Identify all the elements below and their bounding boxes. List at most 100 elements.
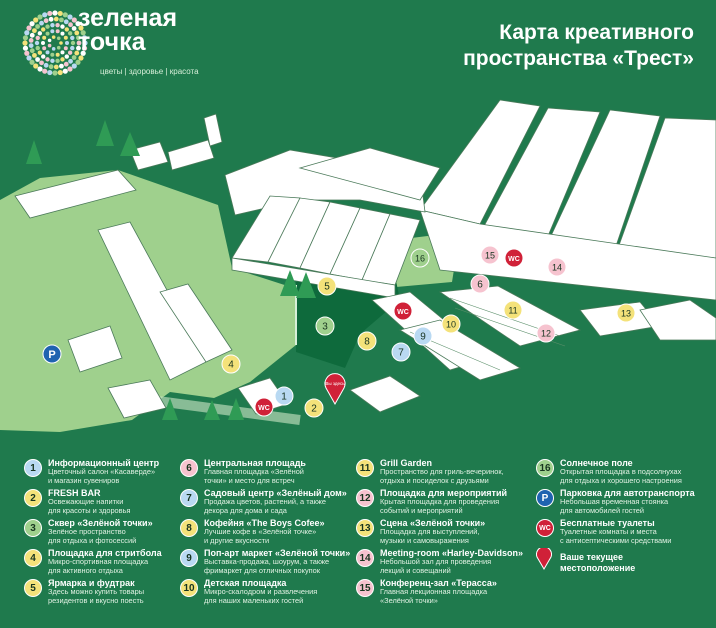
- wc-marker[interactable]: [393, 301, 413, 321]
- logo-dot: [63, 61, 69, 67]
- wc-marker[interactable]: [254, 397, 274, 417]
- map-marker-13[interactable]: [616, 303, 636, 323]
- legend-badge: 3: [24, 519, 42, 537]
- legend-badge: 9: [180, 549, 198, 567]
- parking-marker-label: P: [48, 349, 55, 361]
- wc-marker-label: WC: [397, 309, 409, 316]
- warehouse-block: [224, 99, 716, 301]
- map-marker-6[interactable]: [470, 274, 490, 294]
- map-marker-4[interactable]: [221, 354, 241, 374]
- map-marker-1[interactable]: [274, 386, 294, 406]
- map-marker-7[interactable]: [391, 342, 411, 362]
- logo-dot: [28, 43, 34, 48]
- legend-title: Grill Garden: [380, 458, 433, 468]
- logo-dot: [39, 20, 44, 26]
- legend-title: Ярмарка и фудтрак: [48, 578, 135, 588]
- logo-dot: [51, 47, 56, 51]
- logo-dot: [71, 63, 77, 69]
- parking-marker[interactable]: [42, 344, 62, 364]
- logo-dot: [59, 41, 63, 45]
- logo-dot: [51, 35, 56, 39]
- legend-badge: 15: [356, 579, 374, 597]
- logo-dot: [50, 58, 55, 64]
- legend-title: Площадка для мероприятий: [380, 488, 508, 498]
- logo-dot: [50, 22, 55, 28]
- wc-marker-label: WC: [508, 256, 520, 263]
- logo-dot: [68, 58, 73, 64]
- logo-dot: [37, 31, 43, 36]
- legend-description: Здесь можно купить товары резидентов и в…: [48, 587, 145, 605]
- map-marker-10[interactable]: [441, 314, 461, 334]
- logo-dot: [70, 45, 75, 51]
- logo-dot: [35, 57, 40, 62]
- logo-dot: [33, 17, 39, 23]
- map-marker-8[interactable]: [357, 331, 377, 351]
- logo-dot: [35, 35, 40, 41]
- logo-dot: [71, 55, 77, 60]
- logo-dot: [22, 35, 29, 41]
- map-marker-5[interactable]: [317, 276, 337, 296]
- map-marker-label: 10: [446, 320, 456, 330]
- logo-dot: [76, 45, 81, 51]
- wc-marker-label: WC: [258, 405, 270, 412]
- map-marker-2[interactable]: [304, 398, 324, 418]
- logo-dot: [22, 45, 29, 51]
- legend-badge: 5: [24, 579, 42, 597]
- logo-dot: [52, 70, 58, 76]
- legend-badge: 13: [356, 519, 374, 537]
- tree-group: [26, 120, 316, 420]
- map-marker-9[interactable]: [413, 326, 433, 346]
- legend-title: Сквер «Зелёной точки»: [48, 518, 153, 528]
- legend-description: Освежающие напитки для красоты и здоровь…: [48, 497, 131, 515]
- pavilion-building: [231, 195, 421, 299]
- legend-title: Кофейня «The Boys Cofee»: [204, 518, 325, 528]
- map-marker-14[interactable]: [547, 257, 567, 277]
- map-marker-12[interactable]: [536, 323, 556, 343]
- legend-title: FRESH BAR: [48, 488, 101, 498]
- left-buildings: [14, 113, 233, 419]
- logo-dot: [57, 69, 63, 76]
- map-marker-16[interactable]: [410, 248, 430, 268]
- legend-badge: WC: [536, 519, 554, 537]
- logo-dot: [41, 27, 46, 32]
- map-marker-label: 15: [485, 251, 495, 261]
- logo-dot: [59, 63, 64, 69]
- logo-dot: [29, 21, 35, 27]
- map-marker-3[interactable]: [315, 316, 335, 336]
- map-marker-15[interactable]: [480, 245, 500, 265]
- logo-dot: [22, 40, 28, 46]
- logo-dot: [33, 63, 39, 69]
- legend-description: Лучшие кофе в «Зелёной точке» и другие в…: [204, 527, 317, 545]
- legend-description: Главная площадка «Зелёной точки» и место…: [204, 467, 304, 485]
- legend-description: Туалетные комнаты и места с антисептичес…: [560, 527, 672, 545]
- map-marker-label: 7: [398, 348, 404, 359]
- logo-dot: [29, 32, 35, 38]
- legend-description: Крытая площадка для проведения событий и…: [380, 497, 500, 515]
- logo-dot: [81, 45, 88, 51]
- logo-dot: [78, 25, 84, 31]
- wc-marker[interactable]: [504, 248, 524, 268]
- logo-dot: [67, 66, 73, 72]
- legend-title: Центральная площадь: [204, 458, 306, 468]
- logo-dot: [50, 52, 55, 57]
- logo-dot: [37, 14, 43, 20]
- map-marker-11[interactable]: [503, 300, 523, 320]
- logo-dot: [81, 35, 88, 41]
- logo-dot: [35, 45, 40, 51]
- logo-dot: [55, 22, 60, 28]
- legend-description: Небольшая временная стоянка для автомоби…: [560, 497, 669, 515]
- you-are-here-pin-icon: [324, 373, 346, 406]
- logo-dot: [80, 30, 86, 36]
- legend-badge: 12: [356, 489, 374, 507]
- logo-dot: [47, 43, 52, 48]
- logo-dot: [62, 68, 68, 74]
- legend-title: Сцена «Зелёной точки»: [380, 518, 486, 528]
- you-are-here-label: Вы здесь: [325, 381, 345, 386]
- legend-badge: 1: [24, 459, 42, 477]
- logo-dot: [67, 31, 73, 36]
- legend-description: Продажа цветов, растений, а также декора…: [204, 497, 326, 515]
- map-marker-label: 5: [324, 282, 330, 293]
- legend-title: Детская площадка: [204, 578, 287, 588]
- logo-dot: [32, 52, 37, 58]
- legend-description: Площадка для выступлений, музыки и самов…: [380, 527, 480, 545]
